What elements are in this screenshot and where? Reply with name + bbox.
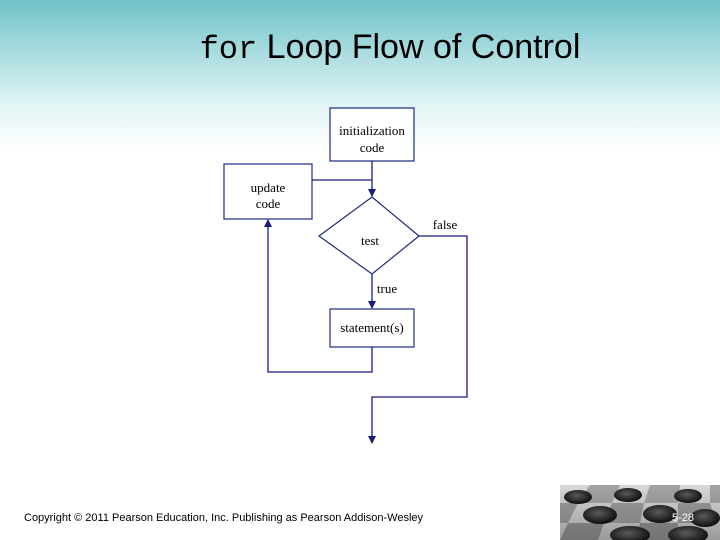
update-label-line1: update [251, 180, 286, 195]
init-label-line1: initialization [339, 123, 405, 138]
checkers-board-image [560, 485, 720, 540]
statement-label: statement(s) [340, 320, 404, 335]
copyright-footer: Copyright © 2011 Pearson Education, Inc.… [24, 512, 423, 524]
page-number: 5-28 [672, 512, 694, 524]
update-label-line2: code [256, 196, 281, 211]
init-label-line2: code [360, 140, 385, 155]
true-label: true [377, 281, 397, 296]
test-label: test [361, 233, 379, 248]
false-label: false [433, 217, 458, 232]
